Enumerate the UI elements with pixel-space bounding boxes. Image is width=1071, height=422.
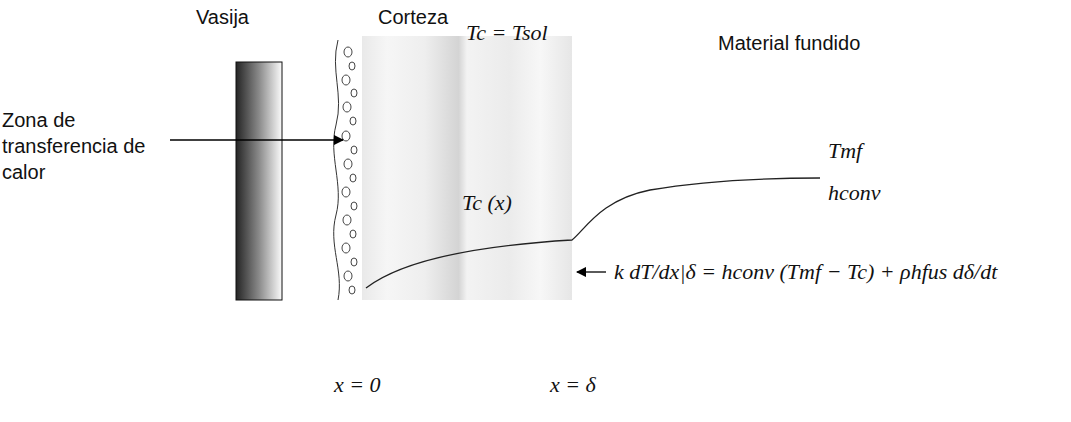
part-name: Material fundido [718, 30, 860, 56]
symbol-label: hconv [828, 180, 881, 206]
position-label: x = 0 [334, 372, 381, 398]
symbol-label: Tmf [828, 138, 862, 164]
position-label: x = δ [550, 372, 596, 398]
boundary-equation: k dT/dx|δ = hconv (Tmf − Tc) + ρhfus dδ/… [614, 259, 997, 285]
zone-label: Zona de transferencia de calor [2, 107, 162, 185]
bubbles [342, 47, 357, 294]
pointer-arrow [170, 139, 343, 140]
symbol-label: Tc = Tsol [466, 20, 548, 46]
pointer-arrow [577, 271, 606, 272]
part-name: Vasija [196, 4, 249, 30]
symbol-label: Tc (x) [462, 190, 512, 216]
vessel-wall [236, 62, 282, 300]
gap-boundary [334, 40, 340, 300]
crust-band [362, 36, 572, 300]
part-name: Corteza [378, 4, 448, 30]
